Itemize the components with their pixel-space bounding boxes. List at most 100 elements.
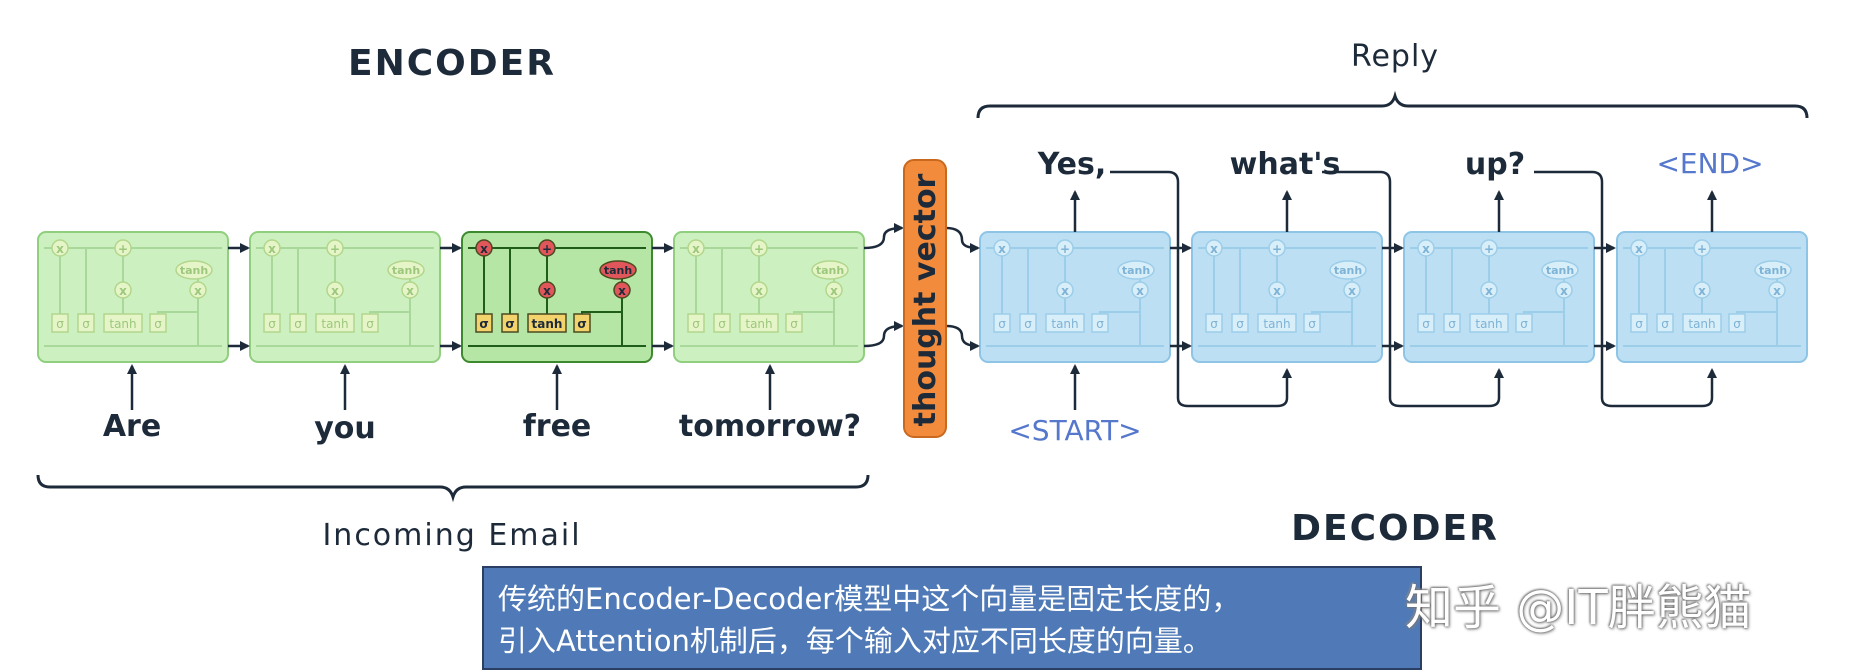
gate-box [149,313,167,333]
pointwise-label: + [1697,242,1707,256]
caption-line-2: 引入Attention机制后，每个输入对应不同长度的向量。 [498,624,1212,658]
from-thought-arrow [945,226,980,253]
tanh-label: tanh [392,264,420,277]
gate-label: σ [1635,317,1643,331]
pointwise-label: x [1422,242,1430,256]
gate-label: tanh [321,317,348,331]
encoder-title: ENCODER [348,43,556,84]
gate-label: σ [692,317,700,331]
to-thought-arrow [863,321,904,348]
feedback-arrow [1534,170,1717,408]
output-word: Yes, [1037,147,1107,182]
end-token: <END> [1656,147,1763,180]
cell-wires [986,248,1164,347]
gate-box [1443,313,1461,333]
pointwise-label: x [1348,284,1356,298]
pointwise-op [326,239,344,257]
pointwise-op [1768,281,1786,299]
pointwise-label: x [268,242,276,256]
tanh-label: tanh [816,264,844,277]
pointwise-op [1693,239,1711,257]
pointwise-op [1417,239,1435,257]
pointwise-op [1630,239,1648,257]
pointwise-label: + [542,242,552,256]
pointwise-label: x [755,284,763,298]
gate-label: σ [718,317,726,331]
pointwise-label: x [194,284,202,298]
cell-wires [680,248,858,347]
gate-label: σ [1661,317,1669,331]
gate-label: σ [268,317,276,331]
cell-wires [1623,248,1801,347]
gate-box [315,313,355,333]
gate-box [1469,313,1509,333]
gate-label: tanh [532,317,563,331]
caption-box: 传统的Encoder-Decoder模型中这个向量是固定长度的， 引入Atten… [482,566,1422,670]
pointwise-op [750,239,768,257]
pointwise-op [687,239,705,257]
pointwise-op [1056,239,1074,257]
gate-label: σ [1422,317,1430,331]
input-word: you [314,411,376,446]
gate-label: σ [998,317,1006,331]
incoming-email-bracket [36,474,870,503]
watermark: 知乎 @IT胖熊猫 [1405,580,1752,636]
pointwise-op [326,281,344,299]
pointwise-op [51,239,69,257]
gate-label: tanh [109,317,136,331]
gate-box [785,313,803,333]
pointwise-op [1555,281,1573,299]
gate-label: tanh [1263,317,1290,331]
to-thought-arrow [863,223,904,250]
tanh-op [599,260,637,280]
cell-wires [1410,248,1588,347]
pointwise-label: + [1272,242,1282,256]
pointwise-op [401,281,419,299]
pointwise-op [114,239,132,257]
pointwise-label: x [1061,284,1069,298]
output-word: what's [1230,147,1341,182]
pointwise-op [1268,281,1286,299]
gate-box [103,313,143,333]
pointwise-op [1693,281,1711,299]
thought-vector-box [903,159,947,438]
gate-box [573,313,591,333]
gate-box [1515,313,1533,333]
pointwise-op [993,239,1011,257]
feedback-arrow [1322,170,1504,408]
pointwise-label: x [618,284,626,298]
gate-box [1205,313,1223,333]
pointwise-op [1343,281,1361,299]
pointwise-label: x [331,284,339,298]
tanh-op [1754,260,1792,280]
pointwise-op [263,239,281,257]
gate-box [713,313,731,333]
gate-label: σ [366,317,374,331]
cell-wires [256,248,434,347]
gate-label: tanh [745,317,772,331]
gate-label: σ [1096,317,1104,331]
input-word: Are [103,409,161,444]
pointwise-label: + [754,242,764,256]
gate-box [1231,313,1249,333]
tanh-op [1329,260,1367,280]
caption-line-1: 传统的Encoder-Decoder模型中这个向量是固定长度的， [498,582,1241,616]
tanh-op [175,260,213,280]
pointwise-label: x [1635,242,1643,256]
reply-bracket [976,90,1809,119]
cell-wires [1198,248,1376,347]
pointwise-label: + [330,242,340,256]
gate-box [1630,313,1648,333]
gate-box [475,313,493,333]
tanh-op [1541,260,1579,280]
tanh-label: tanh [1546,264,1574,277]
pointwise-op [1131,281,1149,299]
lstm-cells: σ σ tanh σ x + x x tanh σ σ tanh σ x + x x tanh σ σ tanh σ x + x… [37,231,1808,363]
gate-box [993,313,1011,333]
